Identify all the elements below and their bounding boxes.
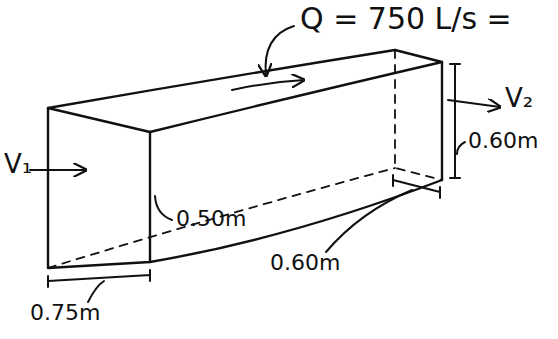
dimension-line <box>450 64 460 178</box>
hidden-edge <box>48 168 395 268</box>
top-front-edge <box>150 62 442 132</box>
leader-line <box>457 142 465 154</box>
duct-outline <box>48 50 442 268</box>
top-back-edge <box>48 50 395 108</box>
flow-rate-label: Q = 750 L/s = <box>300 2 512 37</box>
dimension-label: 0.75m <box>30 300 100 325</box>
hidden-edge <box>395 50 442 180</box>
leader-line <box>266 26 294 76</box>
annotations <box>30 26 500 302</box>
bottom-front-edge <box>150 180 442 262</box>
dimension-label: 0.50m <box>176 206 246 231</box>
flow-arrow <box>30 169 86 171</box>
dimension-label: 0.60m <box>270 250 340 275</box>
velocity-label: V₁ <box>4 150 32 180</box>
leader-line <box>326 190 412 252</box>
inlet-face <box>48 108 150 268</box>
leader-line <box>88 281 104 302</box>
velocity-label: V₂ <box>505 84 533 114</box>
flow-arrow <box>232 80 304 90</box>
dimension-label: 0.60m <box>468 128 538 153</box>
leader-line <box>155 196 172 220</box>
outlet-face <box>395 50 442 180</box>
